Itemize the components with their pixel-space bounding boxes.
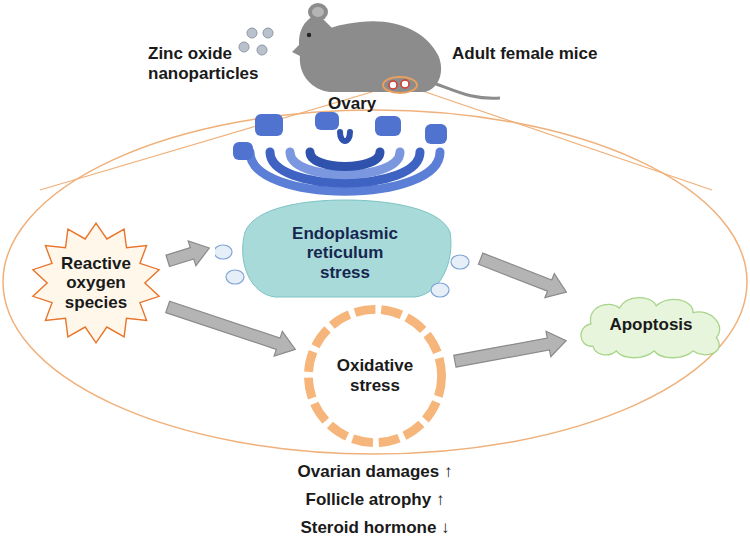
node-label: Reactive oxygen species: [51, 254, 141, 313]
outcome-label: Ovarian damages ↑: [225, 462, 525, 482]
node-label: Endoplasmic reticulum stress: [289, 224, 401, 283]
apoptosis-cloud: Apoptosis: [572, 290, 730, 360]
node-label: Oxidative stress: [325, 356, 425, 395]
ovary-zoom-ellipse: [3, 110, 747, 454]
block-arrow: [166, 301, 295, 356]
block-arrow: [478, 253, 566, 298]
block-arrow: [166, 241, 209, 267]
reactive-oxygen-burst: Reactive oxygen species: [30, 222, 162, 344]
outcome-label: Steroid hormone ↓: [225, 518, 525, 538]
block-arrow: [454, 331, 566, 367]
oxidative-stress-circle: Oxidative stress: [301, 302, 449, 450]
er-stress-node: Endoplasmic reticulum stress: [215, 112, 475, 300]
nanoparticles: [239, 28, 273, 55]
substance-label: Zinc oxide nanoparticles: [148, 44, 253, 83]
outcome-label: Follicle atrophy ↑: [225, 490, 525, 510]
zoom-line: [408, 86, 712, 190]
node-label: Apoptosis: [591, 315, 711, 335]
organ-label: Ovary: [328, 94, 388, 114]
subject-label: Adult female mice: [452, 44, 622, 64]
